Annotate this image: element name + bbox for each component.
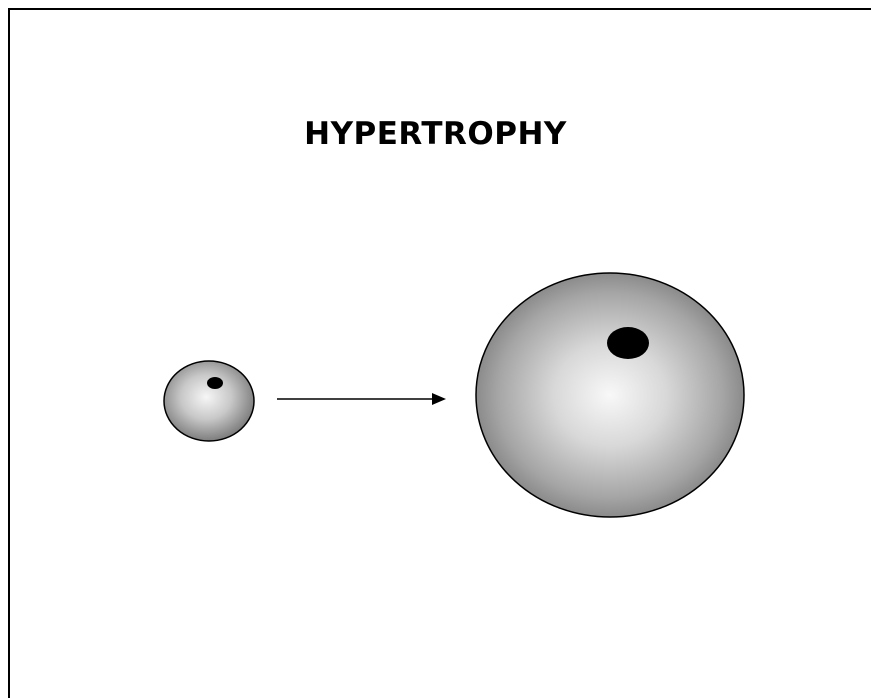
large-cell-body <box>475 272 745 518</box>
small-cell-body <box>163 360 255 442</box>
small-cell <box>163 360 255 442</box>
large-cell <box>475 272 745 518</box>
diagram-title: HYPERTROPHY <box>304 116 567 152</box>
large-cell-nucleus <box>607 327 649 359</box>
small-cell-nucleus <box>207 377 223 389</box>
hypertrophy-illustration <box>163 272 745 518</box>
